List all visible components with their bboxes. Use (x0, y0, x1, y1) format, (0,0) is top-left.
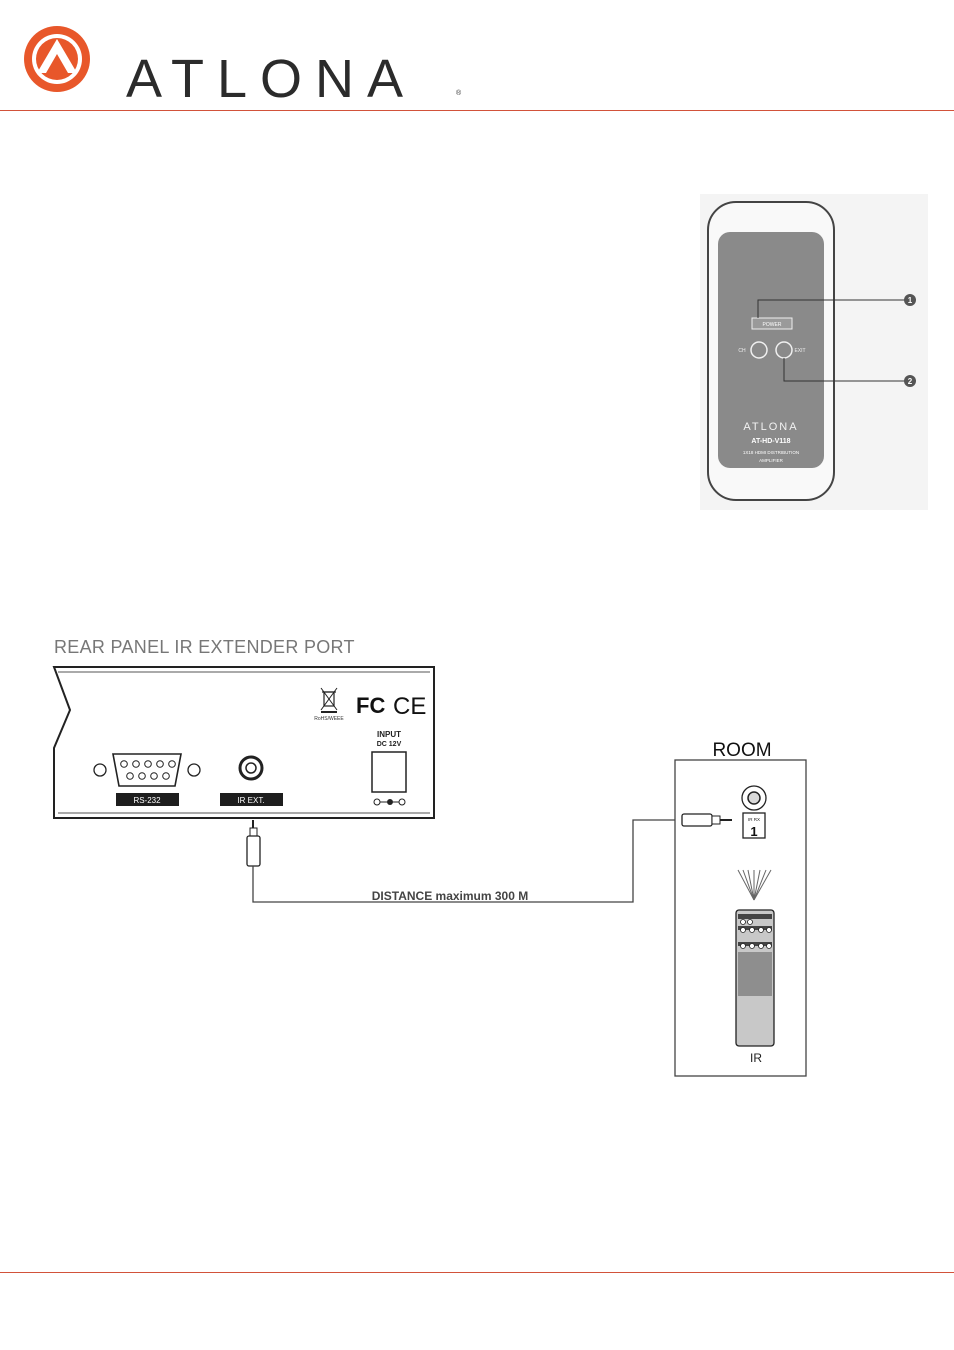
room-title: ROOM (712, 740, 771, 761)
ir-ext-jack-inner (245, 762, 257, 774)
ir-receiver-icon (741, 785, 767, 839)
ir-extension-cable (252, 819, 682, 903)
footer-divider (0, 1272, 954, 1273)
remote-desc-line2: AMPLIFIER (759, 458, 784, 463)
power-button-label: POWER (763, 322, 782, 328)
weee-bin-icon (320, 687, 338, 713)
handheld-remote-icon (735, 909, 775, 1047)
distance-label: DISTANCE maximum 300 M (372, 889, 529, 903)
atlona-logo-mark-icon (24, 26, 90, 92)
ir-extender-diagram: RoHS/WEEE FC CE INPUT DC 12V RS-232 IR E… (52, 666, 807, 1077)
callout-line-2 (783, 358, 905, 382)
rear-panel-title: REAR PANEL IR EXTENDER PORT (54, 637, 355, 657)
ir-ext-label-plate (220, 793, 283, 806)
ir-cable-plug-icon (246, 820, 261, 867)
callout-marker-2 (904, 375, 916, 387)
header-divider (0, 110, 954, 111)
dc-label: DC 12V (377, 741, 402, 748)
input-label: INPUT (377, 730, 401, 739)
rs232-db9-port (93, 753, 201, 787)
callout-line-1 (757, 299, 905, 318)
left-button-label: CH (738, 348, 746, 354)
callout-marker-1 (904, 294, 916, 306)
power-button (751, 317, 793, 330)
remote-desc-line1: 1X18 HDMI DISTRIBUTION (743, 450, 799, 455)
rs232-label-plate (116, 793, 179, 806)
fc-mark: FC (356, 693, 385, 718)
ir-ext-label: IR EXT. (237, 796, 264, 805)
callout-number-1: 1 (908, 296, 913, 305)
rs232-label: RS-232 (133, 796, 161, 805)
dc-input-port (371, 751, 407, 793)
ce-mark: CE (393, 693, 426, 720)
receiver-plug-icon (681, 813, 732, 827)
receiver-label: IR RX (748, 817, 760, 822)
right-button-label: EXIT (794, 348, 805, 354)
left-round-button (750, 341, 768, 359)
remote-model-label: AT-HD-V118 (751, 438, 790, 445)
weee-label: RoHS/WEEE (314, 716, 344, 722)
dc-polarity-icon (373, 798, 406, 806)
remote-face (718, 232, 824, 468)
receiver-number: 1 (750, 824, 757, 839)
atlona-logo: ATLONA ® (22, 24, 461, 106)
remote-brand-label: ATLONA (743, 421, 798, 433)
registered-mark: ® (456, 90, 462, 97)
callout-number-2: 2 (908, 377, 913, 386)
ir-beam-icon (737, 869, 772, 901)
remote-control-illustration: POWER CH EXIT ATLONA AT-HD-V118 1X18 HDM… (700, 194, 928, 510)
room-remote-label: IR (750, 1051, 762, 1065)
brand-wordmark: ATLONA (126, 49, 417, 109)
